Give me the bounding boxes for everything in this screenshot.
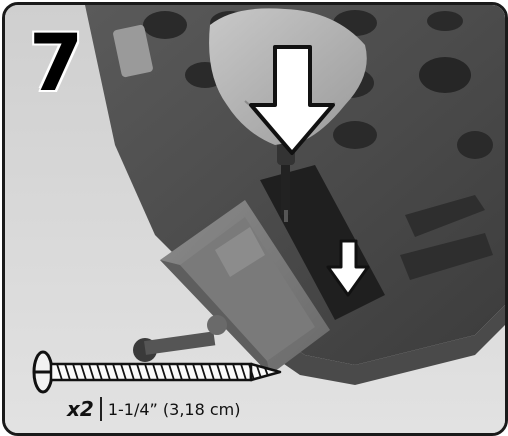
assembly-photo	[5, 5, 505, 433]
separator	[99, 397, 102, 421]
step-number: 7	[27, 19, 84, 109]
small-down-arrow-icon	[326, 239, 370, 297]
screw-count: x2	[67, 397, 94, 421]
screw-size: 1-1/4” (3,18 cm)	[107, 399, 241, 419]
screw-quantity-label: x2 1-1/4” (3,18 cm)	[67, 397, 240, 421]
large-down-arrow-icon	[249, 45, 335, 155]
bracket	[133, 200, 330, 375]
screw-icon	[32, 350, 282, 394]
